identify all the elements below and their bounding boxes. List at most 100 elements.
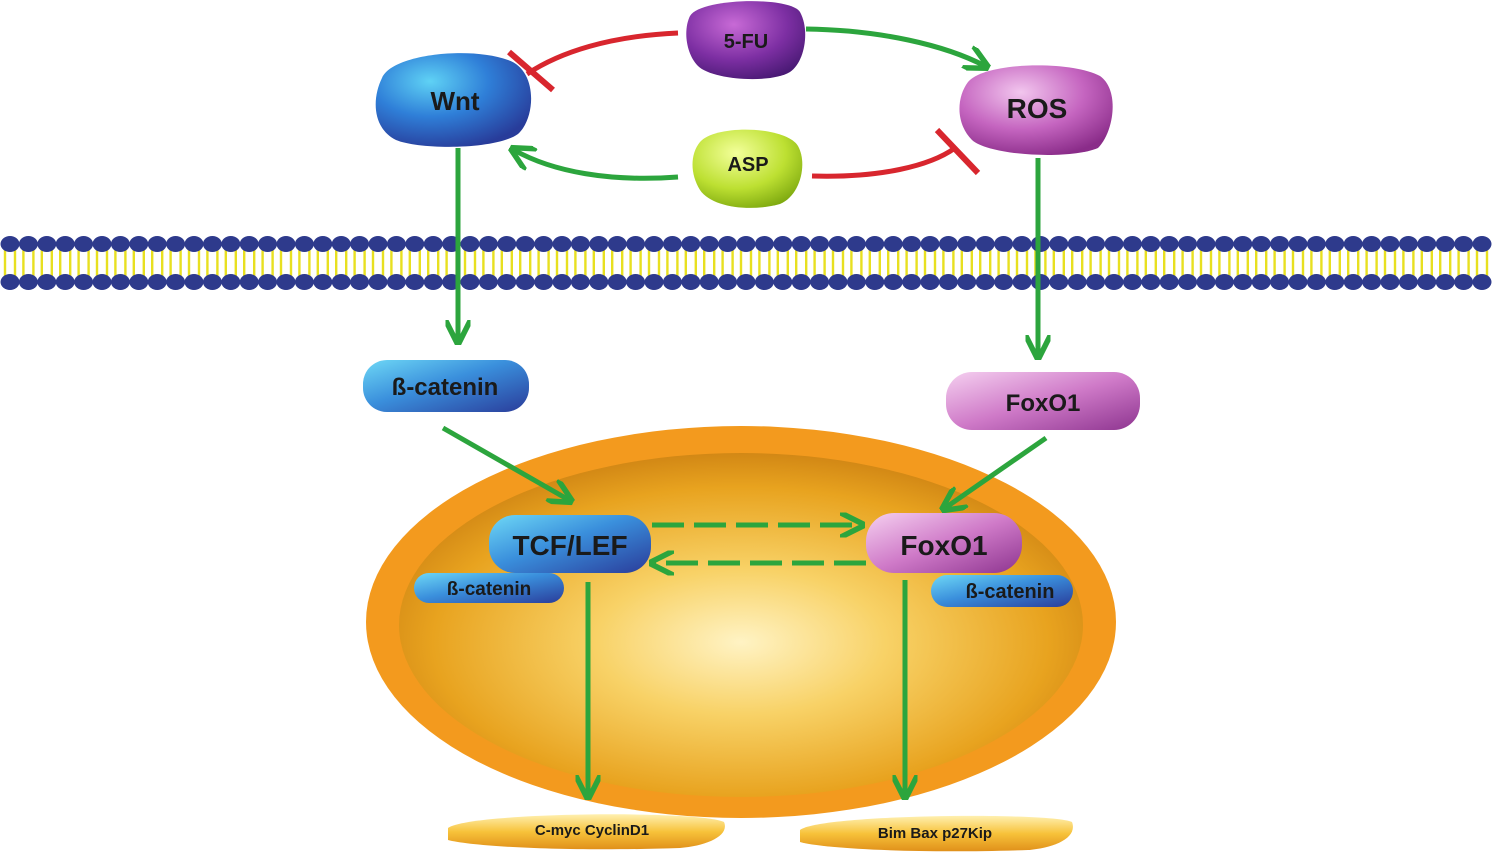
lipid-head — [331, 274, 351, 290]
lipid-head — [994, 274, 1014, 290]
lipid-head — [736, 274, 756, 290]
lipid-head — [1086, 236, 1106, 252]
label-targets-right: Bim Bax p27Kip — [878, 825, 992, 842]
lipid-head — [1214, 274, 1234, 290]
inhibition-bar-ros — [934, 127, 981, 176]
lipid-head — [1233, 236, 1253, 252]
arrow-foxo1-nuclear — [945, 435, 1048, 508]
lipid-head — [478, 236, 498, 252]
lipid-head — [1362, 236, 1382, 252]
node-foxo1-nucleus: FoxO1 — [866, 513, 1022, 573]
lipid-head — [497, 236, 517, 252]
node-ros: ROS — [959, 65, 1113, 155]
lipid-head — [1380, 236, 1400, 252]
lipid-head — [184, 274, 204, 290]
lipid-head — [644, 236, 664, 252]
lipid-head — [331, 236, 351, 252]
lipid-head — [957, 274, 977, 290]
lipid-head — [1251, 274, 1271, 290]
lipid-head — [846, 236, 866, 252]
lipid-head — [1288, 274, 1308, 290]
lipid-head — [110, 236, 130, 252]
lipid-head — [258, 236, 278, 252]
lipid-head — [92, 274, 112, 290]
lipid-head — [1141, 236, 1161, 252]
lipid-head — [294, 236, 314, 252]
label-foxo1-nucleus: FoxO1 — [900, 530, 987, 561]
lipid-head — [1417, 274, 1437, 290]
lipid-head — [902, 236, 922, 252]
lipid-head — [368, 274, 388, 290]
lipid-head — [368, 236, 388, 252]
lipid-head — [276, 236, 296, 252]
lipid-head — [589, 236, 609, 252]
lipid-head — [883, 236, 903, 252]
lipid-head — [0, 274, 20, 290]
lipid-head — [147, 236, 167, 252]
lipid-head — [1343, 274, 1363, 290]
lipid-head — [166, 274, 186, 290]
lipid-head — [570, 274, 590, 290]
lipid-head — [166, 236, 186, 252]
activation-asp-wnt — [514, 150, 679, 181]
lipid-head — [74, 274, 94, 290]
lipid-head — [497, 274, 517, 290]
lipid-head — [37, 274, 57, 290]
label-5fu: 5-FU — [724, 31, 768, 53]
lipid-head — [791, 274, 811, 290]
signal-arrows — [441, 148, 1048, 795]
lipid-head — [699, 236, 719, 252]
lipid-head — [773, 274, 793, 290]
lipid-head — [1214, 236, 1234, 252]
lipid-head — [294, 274, 314, 290]
lipid-head — [552, 236, 572, 252]
lipid-head — [718, 236, 738, 252]
lipid-head — [681, 274, 701, 290]
lipid-head — [865, 236, 885, 252]
lipid-head — [221, 274, 241, 290]
lipid-head — [975, 274, 995, 290]
lipid-head — [1196, 274, 1216, 290]
lipid-head — [810, 274, 830, 290]
lipid-head — [662, 236, 682, 252]
lipid-head — [515, 274, 535, 290]
lipid-head — [147, 274, 167, 290]
lipid-head — [18, 274, 38, 290]
lipid-head — [1141, 274, 1161, 290]
lipid-head — [1454, 236, 1474, 252]
lipid-head — [239, 236, 259, 252]
label-wnt: Wnt — [430, 86, 479, 116]
node-tcf-lef: TCF/LEF — [489, 515, 651, 573]
lipid-head — [773, 236, 793, 252]
lipid-head — [37, 236, 57, 252]
lipid-head — [1306, 236, 1326, 252]
lipid-head — [938, 274, 958, 290]
lipid-head — [386, 236, 406, 252]
lipid-head — [810, 236, 830, 252]
lipid-head — [129, 236, 149, 252]
lipid-head — [644, 274, 664, 290]
lipid-head — [994, 236, 1014, 252]
target-genes-right: Bim Bax p27Kip — [800, 815, 1073, 852]
lipid-head — [313, 274, 333, 290]
node-asp: ASP — [692, 129, 803, 208]
lipid-head — [1472, 236, 1492, 252]
lipid-head — [589, 274, 609, 290]
lipid-head — [1343, 236, 1363, 252]
lipid-head — [423, 236, 443, 252]
lipid-head — [460, 274, 480, 290]
lipid-head — [92, 236, 112, 252]
node-beta-catenin: ß-catenin — [363, 360, 529, 412]
label-beta-catenin: ß-catenin — [392, 374, 499, 401]
lipid-head — [74, 236, 94, 252]
lipid-head — [1380, 274, 1400, 290]
cell-membrane — [0, 236, 1492, 290]
lipid-head — [1104, 236, 1124, 252]
lipid-head — [405, 236, 425, 252]
lipid-head — [1398, 236, 1418, 252]
lipid-head — [1049, 236, 1069, 252]
lipid-head — [55, 236, 75, 252]
lipid-head — [552, 274, 572, 290]
lipid-head — [607, 236, 627, 252]
lipid-head — [1362, 274, 1382, 290]
